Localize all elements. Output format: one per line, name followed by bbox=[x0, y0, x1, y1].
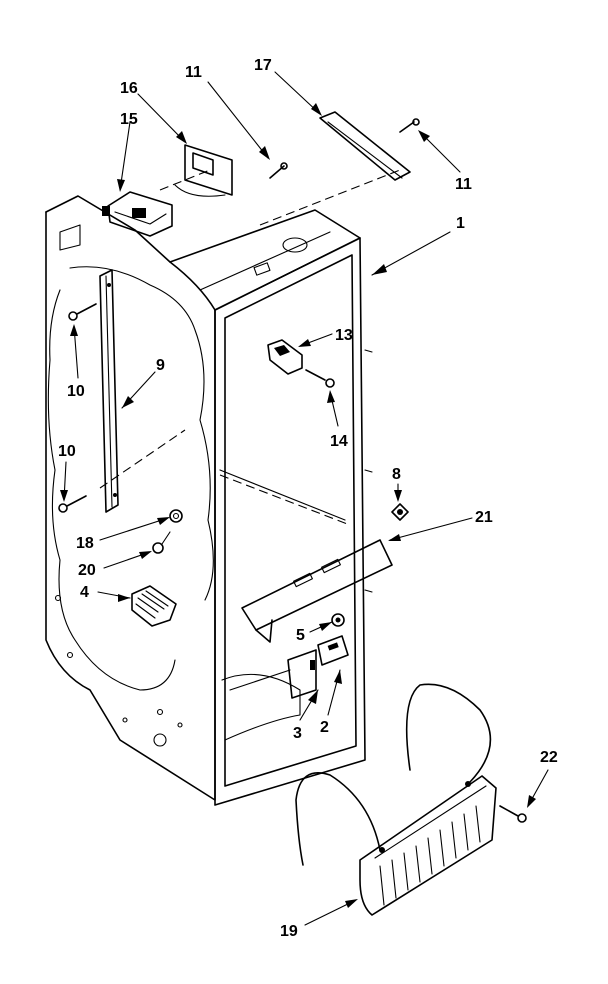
part-3-bracket bbox=[287, 649, 317, 699]
part-18-switch bbox=[169, 509, 183, 523]
callout-19: 19 bbox=[280, 923, 298, 940]
callout-11-right: 11 bbox=[455, 176, 472, 193]
callout-2: 2 bbox=[320, 719, 329, 736]
callout-22: 22 bbox=[540, 749, 558, 766]
screw-11-right bbox=[399, 118, 420, 133]
part-15-housing bbox=[102, 191, 173, 237]
callout-14: 14 bbox=[330, 433, 348, 450]
cabinet-liner bbox=[45, 195, 373, 806]
callout-15: 15 bbox=[120, 111, 138, 128]
callout-11-left: 11 bbox=[185, 64, 202, 81]
part-20-bulb bbox=[152, 531, 171, 554]
callout-9: 9 bbox=[156, 357, 165, 374]
callout-20: 20 bbox=[78, 562, 96, 579]
screw-10-upper bbox=[68, 303, 97, 321]
callout-17: 17 bbox=[254, 57, 272, 74]
callout-1: 1 bbox=[456, 215, 465, 232]
part-5-nut bbox=[331, 613, 345, 627]
callout-labels: 1 2 3 4 5 8 9 10 10 11 11 13 14 15 16 17… bbox=[58, 57, 558, 940]
callout-3: 3 bbox=[293, 725, 302, 742]
part-9-rail bbox=[99, 269, 119, 513]
part-8-clip bbox=[391, 503, 409, 521]
part-4-vent bbox=[131, 585, 177, 627]
callout-13: 13 bbox=[335, 327, 353, 344]
screw-11-left bbox=[269, 162, 288, 179]
callout-5: 5 bbox=[296, 627, 305, 644]
part-17-channel bbox=[259, 111, 411, 226]
part-2-bracket bbox=[317, 635, 349, 666]
callout-10-upper: 10 bbox=[67, 383, 85, 400]
part-14-screw bbox=[305, 369, 335, 388]
callout-10-lower: 10 bbox=[58, 443, 76, 460]
part-19-pan-cover bbox=[295, 683, 497, 916]
part-16-bracket bbox=[159, 144, 233, 197]
screw-22 bbox=[499, 805, 527, 823]
leader-lines bbox=[60, 71, 549, 926]
callout-18: 18 bbox=[76, 535, 94, 552]
callout-21: 21 bbox=[475, 509, 493, 526]
callout-4: 4 bbox=[80, 584, 89, 601]
screw-10-lower bbox=[58, 495, 87, 513]
callout-8: 8 bbox=[392, 466, 401, 483]
part-13-clip bbox=[267, 339, 303, 375]
callout-16: 16 bbox=[120, 80, 138, 97]
part-21-cover bbox=[241, 539, 393, 643]
